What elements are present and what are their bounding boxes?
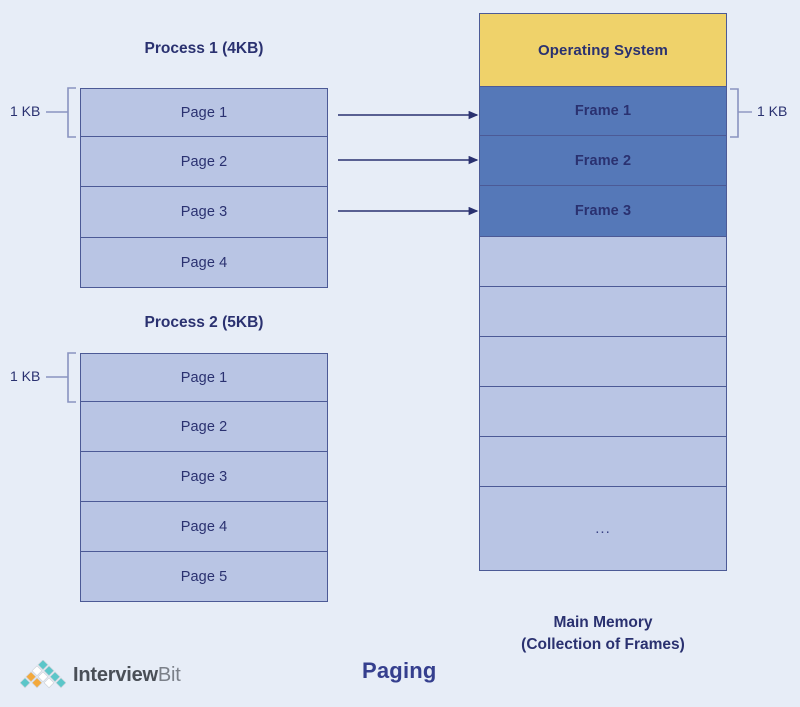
memory-size-label: 1 KB (757, 103, 788, 119)
interviewbit-logo[interactable]: InterviewBit (20, 660, 181, 690)
main-memory-block: Operating System Frame 1 Frame 2 Frame 3… (479, 13, 727, 571)
memory-row-free-5[interactable] (479, 437, 727, 487)
process2-heading: Process 2 (5KB) (144, 314, 264, 331)
bracket-process1 (67, 87, 76, 138)
process1-block: Page 1 Page 2 Page 3 Page 4 (80, 88, 328, 288)
process2-page-5[interactable]: Page 5 (80, 552, 328, 602)
memory-row-frame-1[interactable]: Frame 1 (479, 87, 727, 136)
process2-block: Page 1 Page 2 Page 3 Page 4 Page 5 (80, 353, 328, 602)
logo-name-bold: Interview (73, 663, 158, 686)
memory-row-frame-3[interactable]: Frame 3 (479, 186, 727, 237)
bracket-memory (730, 88, 739, 138)
process1-page-2[interactable]: Page 2 (80, 137, 328, 187)
process1-heading: Process 1 (4KB) (144, 40, 264, 57)
process1-page-4[interactable]: Page 4 (80, 238, 328, 288)
main-memory-caption: Main Memory (Collection of Frames) (479, 612, 727, 657)
memory-row-free-2[interactable] (479, 287, 727, 337)
process2-page-3[interactable]: Page 3 (80, 452, 328, 502)
memory-row-frame-2[interactable]: Frame 2 (479, 136, 727, 186)
main-memory-caption-line2: (Collection of Frames) (521, 636, 685, 654)
process2-page-4[interactable]: Page 4 (80, 502, 328, 552)
process2-page-2[interactable]: Page 2 (80, 402, 328, 452)
memory-row-free-3[interactable] (479, 337, 727, 387)
interviewbit-logo-text: InterviewBit (73, 664, 181, 687)
memory-row-ellipsis[interactable]: ... (479, 487, 727, 571)
process1-size-label: 1 KB (10, 103, 41, 119)
diagram-title: Paging (362, 658, 437, 683)
memory-row-free-1[interactable] (479, 237, 727, 287)
memory-row-operating-system[interactable]: Operating System (479, 13, 727, 87)
process1-page-3[interactable]: Page 3 (80, 187, 328, 238)
main-memory-caption-line1: Main Memory (553, 614, 653, 631)
process1-page-1[interactable]: Page 1 (80, 88, 328, 137)
logo-name-light: Bit (157, 663, 181, 686)
bracket-process2 (67, 352, 76, 403)
process2-size-label: 1 KB (10, 368, 41, 384)
memory-row-free-4[interactable] (479, 387, 727, 437)
interviewbit-diamond-icon (20, 660, 66, 689)
process2-page-1[interactable]: Page 1 (80, 353, 328, 402)
